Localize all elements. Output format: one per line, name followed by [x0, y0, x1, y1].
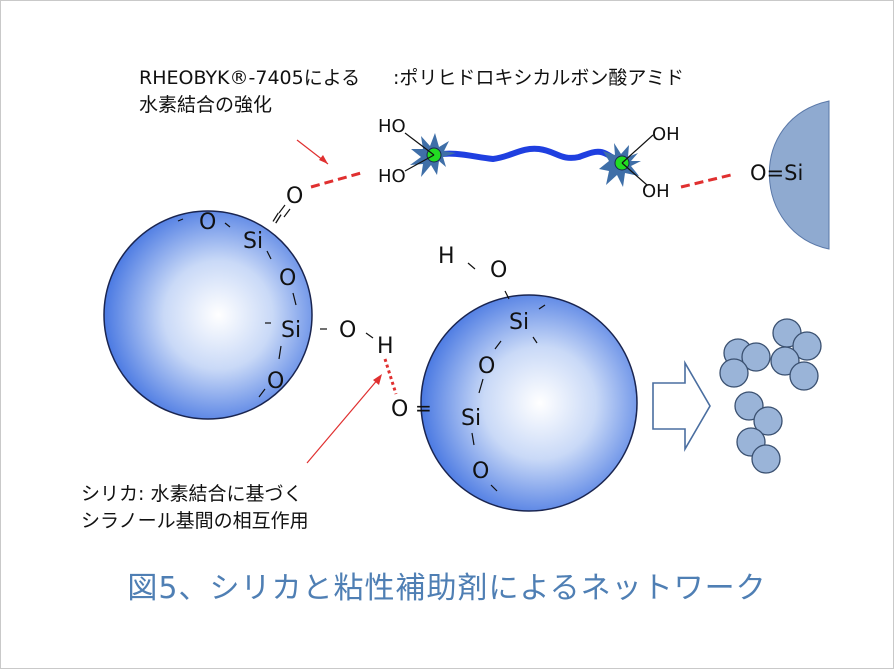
atom-s1-o1: O	[199, 210, 216, 235]
hbond-left	[310, 171, 362, 189]
bond-oh-top	[621, 134, 654, 164]
bond-oh-bottom	[621, 162, 648, 186]
atom-oh-top: OH	[652, 124, 680, 145]
particle	[753, 406, 783, 436]
bond-ho-top	[404, 132, 435, 156]
atom-s2-dbl: =	[415, 396, 432, 420]
atom-s1-o2: O	[279, 266, 296, 291]
particle	[719, 358, 749, 388]
atom-ho-bottom: HO	[378, 166, 406, 187]
atom-s2-h: H	[438, 244, 455, 269]
atom-s1-o3: O	[339, 318, 356, 343]
atom-oh-bottom: OH	[642, 181, 670, 202]
figure-caption: 図5、シリカと粘性補助剤によるネットワーク	[127, 571, 767, 606]
polyamide-label: :ポリヒドロキシカルボン酸アミド	[393, 65, 684, 92]
atom-s1-o4: O	[267, 369, 284, 394]
atom-s2-o-eq: O	[391, 397, 408, 422]
pointer-arrow-bottom	[306, 377, 380, 464]
silica-interaction-label: シリカ: 水素結合に基づく シラノール基間の相互作用	[81, 481, 309, 535]
silica-label-line1: シリカ: 水素結合に基づく	[81, 483, 303, 505]
thickener-polymer-chain	[431, 145, 622, 166]
atom-s1-h: H	[377, 334, 394, 359]
atom-o-si-wall: O=Si	[750, 161, 803, 185]
silica-particle-left	[103, 210, 313, 420]
polyamide-label-text: :ポリヒドロキシカルボン酸アミド	[393, 67, 685, 89]
aggregated-particles	[719, 318, 822, 474]
atom-s2-o3: O	[472, 459, 489, 484]
particle	[792, 331, 822, 361]
rheobyk-label-line2: 水素結合の強化	[139, 94, 273, 116]
atom-s2-o1: O	[490, 258, 507, 283]
atom-s2-o2: O	[478, 354, 495, 379]
rheobyk-label: RHEOBYK®-7405による 水素結合の強化	[139, 65, 360, 119]
atom-carbonyl-o: O	[286, 184, 303, 209]
hbond-silanol	[383, 358, 398, 395]
rheobyk-label-line1: RHEOBYK®-7405による	[139, 67, 361, 89]
particle	[741, 342, 771, 372]
particle	[751, 444, 781, 474]
atom-s2-si2: Si	[461, 406, 481, 431]
pointer-arrowhead-top	[319, 155, 328, 164]
atom-ho-top: HO	[378, 116, 406, 137]
atom-s1-si1: Si	[243, 229, 263, 254]
pointer-arrowhead-bottom	[373, 374, 382, 385]
bond-ho-bottom	[404, 154, 435, 172]
atom-s2-si1: Si	[509, 310, 529, 335]
left-particle-bonds	[177, 204, 374, 398]
silica-label-line2: シラノール基間の相互作用	[81, 510, 309, 532]
silica-surface-wall	[768, 100, 830, 250]
right-particle-bonds	[467, 262, 546, 492]
particle	[789, 361, 819, 391]
silica-particle-right	[420, 294, 638, 512]
hbond-right	[680, 173, 732, 189]
aggregation-arrow	[652, 360, 711, 452]
atom-s1-si2: Si	[281, 318, 301, 343]
